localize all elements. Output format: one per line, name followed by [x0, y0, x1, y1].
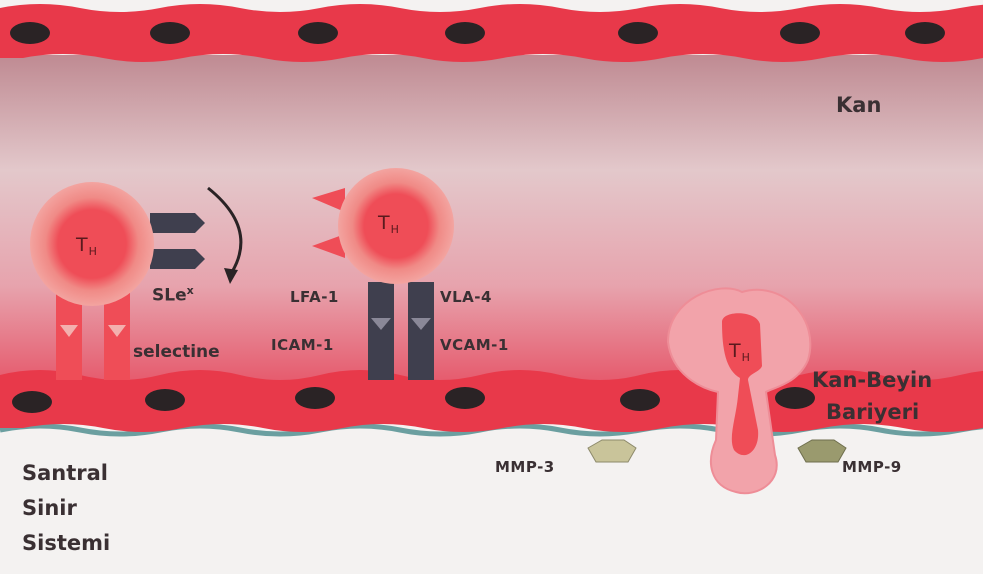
cell-migrating-sub: H	[742, 351, 750, 364]
label-cns-line2: Sinir	[22, 491, 77, 526]
label-mmp-3: MMP-3	[495, 458, 555, 476]
cell-migrating-label: TH	[729, 340, 750, 364]
label-bbb-line1: Kan-Beyin	[812, 368, 932, 392]
label-cns-line3: Sistemi	[22, 526, 110, 561]
label-lfa-1: LFA-1	[290, 288, 339, 306]
label-selectine: selectine	[133, 342, 220, 362]
cell-rolling-letter: T	[76, 234, 88, 256]
label-sle-x-base: SLe	[152, 286, 187, 306]
label-icam-1: ICAM-1	[271, 336, 334, 354]
cell-migrating-letter: T	[729, 340, 741, 362]
label-vla-4: VLA-4	[440, 288, 492, 306]
cell-adhering-letter: T	[378, 212, 390, 234]
label-cns-line1: Santral	[22, 456, 108, 491]
label-vcam-1: VCAM-1	[440, 336, 509, 354]
cell-rolling-sub: H	[89, 245, 97, 258]
cell-adhering-sub: H	[391, 223, 399, 236]
label-sle-x-sup: x	[187, 284, 194, 297]
vessel-wall-top	[0, 4, 983, 62]
label-sle-x: SLex	[152, 284, 194, 306]
label-blood: Kan	[836, 93, 881, 117]
label-mmp-9: MMP-9	[842, 458, 902, 476]
cell-rolling-label: TH	[76, 234, 97, 258]
label-bbb-line2: Bariyeri	[826, 400, 919, 424]
cell-adhering-label: TH	[378, 212, 399, 236]
